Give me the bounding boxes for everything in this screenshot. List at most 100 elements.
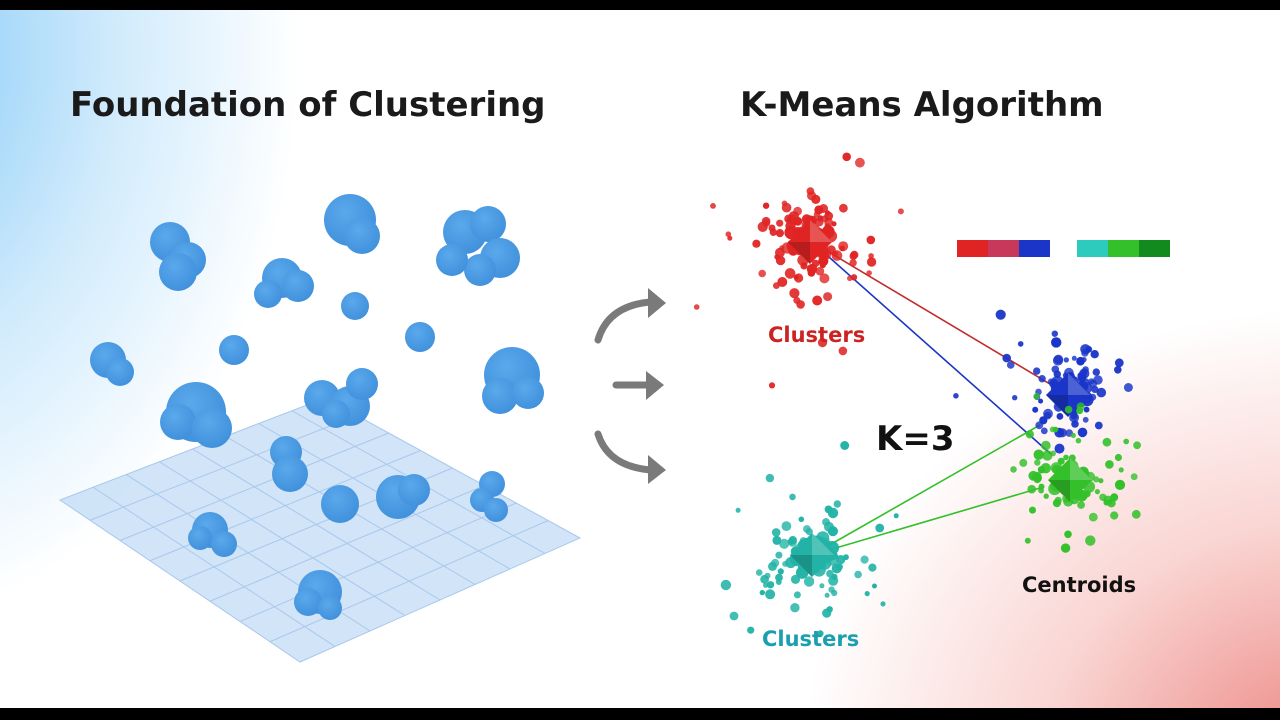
centroid-marker bbox=[1048, 458, 1092, 502]
teal-cluster bbox=[720, 441, 899, 637]
cluster-point bbox=[1077, 427, 1088, 438]
centroid-marker bbox=[788, 220, 832, 264]
red-cluster bbox=[693, 152, 904, 389]
cluster-point bbox=[789, 493, 796, 501]
cluster-point bbox=[811, 194, 821, 204]
cluster-point bbox=[1089, 393, 1097, 401]
cluster-point bbox=[872, 583, 877, 589]
cluster-point bbox=[850, 274, 858, 281]
cluster-point bbox=[832, 250, 838, 257]
data-blob bbox=[405, 322, 435, 352]
cluster-point bbox=[1064, 530, 1072, 539]
cluster-point bbox=[777, 568, 784, 575]
cluster-point bbox=[779, 245, 785, 251]
cluster-point bbox=[1034, 474, 1043, 483]
cluster-point bbox=[868, 253, 874, 259]
cluster-point bbox=[803, 525, 811, 533]
data-blob bbox=[294, 570, 342, 620]
data-blob bbox=[341, 292, 369, 320]
cluster-point bbox=[1075, 437, 1082, 444]
cluster-point bbox=[1053, 426, 1059, 433]
cluster-point bbox=[1041, 440, 1051, 451]
red-to-blue-link bbox=[811, 241, 1061, 391]
cluster-point bbox=[777, 277, 788, 287]
grid-plane bbox=[58, 397, 582, 663]
cluster-point bbox=[1033, 367, 1041, 375]
transition-arrows bbox=[594, 288, 666, 484]
color-key-swatch bbox=[1139, 240, 1170, 257]
cluster-point bbox=[800, 262, 808, 270]
cluster-point bbox=[765, 473, 775, 483]
data-blob bbox=[150, 222, 206, 291]
cluster-point bbox=[822, 608, 832, 618]
cluster-point bbox=[787, 214, 798, 225]
cluster-point bbox=[819, 204, 828, 213]
cluster-point bbox=[710, 203, 716, 209]
cluster-point bbox=[1043, 493, 1049, 499]
cluster-point bbox=[768, 382, 776, 389]
cluster-point bbox=[953, 393, 959, 399]
data-blob bbox=[90, 342, 134, 386]
cluster-point bbox=[833, 500, 841, 508]
color-key bbox=[957, 240, 1170, 257]
cluster-point bbox=[995, 309, 1006, 320]
cluster-point bbox=[1083, 406, 1090, 412]
cluster-point bbox=[762, 202, 770, 209]
cluster-point bbox=[860, 555, 869, 564]
data-blobs bbox=[90, 194, 544, 620]
cluster-point bbox=[1002, 353, 1011, 363]
cluster-point bbox=[840, 441, 850, 450]
cluster-point bbox=[720, 579, 732, 591]
cluster-point bbox=[759, 589, 765, 596]
cluster-point bbox=[1123, 438, 1130, 445]
cluster-point bbox=[866, 235, 876, 245]
cluster-point bbox=[775, 573, 783, 582]
cluster-point bbox=[1085, 535, 1096, 546]
cluster-point bbox=[824, 218, 834, 227]
cluster-point bbox=[762, 219, 771, 227]
centroids-label: Centroids bbox=[1022, 573, 1136, 597]
cluster-point bbox=[818, 255, 829, 267]
cluster-point bbox=[819, 583, 825, 589]
cluster-point bbox=[729, 611, 739, 621]
cluster-point bbox=[1114, 453, 1122, 462]
cluster-point bbox=[747, 626, 755, 634]
cluster-point bbox=[854, 570, 862, 579]
cluster-point bbox=[823, 227, 834, 238]
cluster-point bbox=[1076, 356, 1085, 366]
cluster-point bbox=[842, 152, 851, 162]
cluster-point bbox=[1069, 412, 1080, 423]
cluster-point bbox=[772, 535, 782, 545]
cluster-point bbox=[1094, 489, 1100, 495]
cluster-point bbox=[824, 505, 833, 514]
teal-to-green-link bbox=[811, 487, 1041, 556]
cluster-point bbox=[812, 295, 823, 306]
cluster-point bbox=[850, 250, 859, 259]
cluster-point bbox=[1080, 344, 1091, 355]
cluster-point bbox=[817, 338, 828, 348]
cluster-point bbox=[796, 300, 805, 309]
cluster-point bbox=[789, 288, 800, 299]
color-key-swatch bbox=[988, 240, 1019, 257]
cluster-point bbox=[1042, 450, 1053, 461]
cluster-point bbox=[868, 563, 877, 572]
cluster-point bbox=[1077, 501, 1085, 509]
cluster-point bbox=[1082, 416, 1089, 423]
cluster-point bbox=[1064, 405, 1073, 414]
cluster-point bbox=[1051, 337, 1062, 348]
cluster-point bbox=[1071, 355, 1077, 361]
cluster-point bbox=[1098, 478, 1104, 484]
cluster-point bbox=[766, 581, 775, 589]
cluster-point bbox=[897, 208, 904, 215]
cluster-point bbox=[1105, 460, 1114, 469]
cluster-point bbox=[1070, 432, 1076, 438]
cluster-point bbox=[793, 206, 802, 216]
cluster-point bbox=[775, 247, 785, 258]
data-blob bbox=[324, 194, 380, 254]
cluster-point bbox=[769, 228, 777, 236]
color-key-swatch bbox=[1019, 240, 1050, 257]
green-cluster bbox=[1010, 393, 1141, 553]
color-key-swatch bbox=[1077, 240, 1108, 257]
cluster-point bbox=[725, 231, 732, 237]
cluster-point bbox=[1131, 509, 1141, 519]
